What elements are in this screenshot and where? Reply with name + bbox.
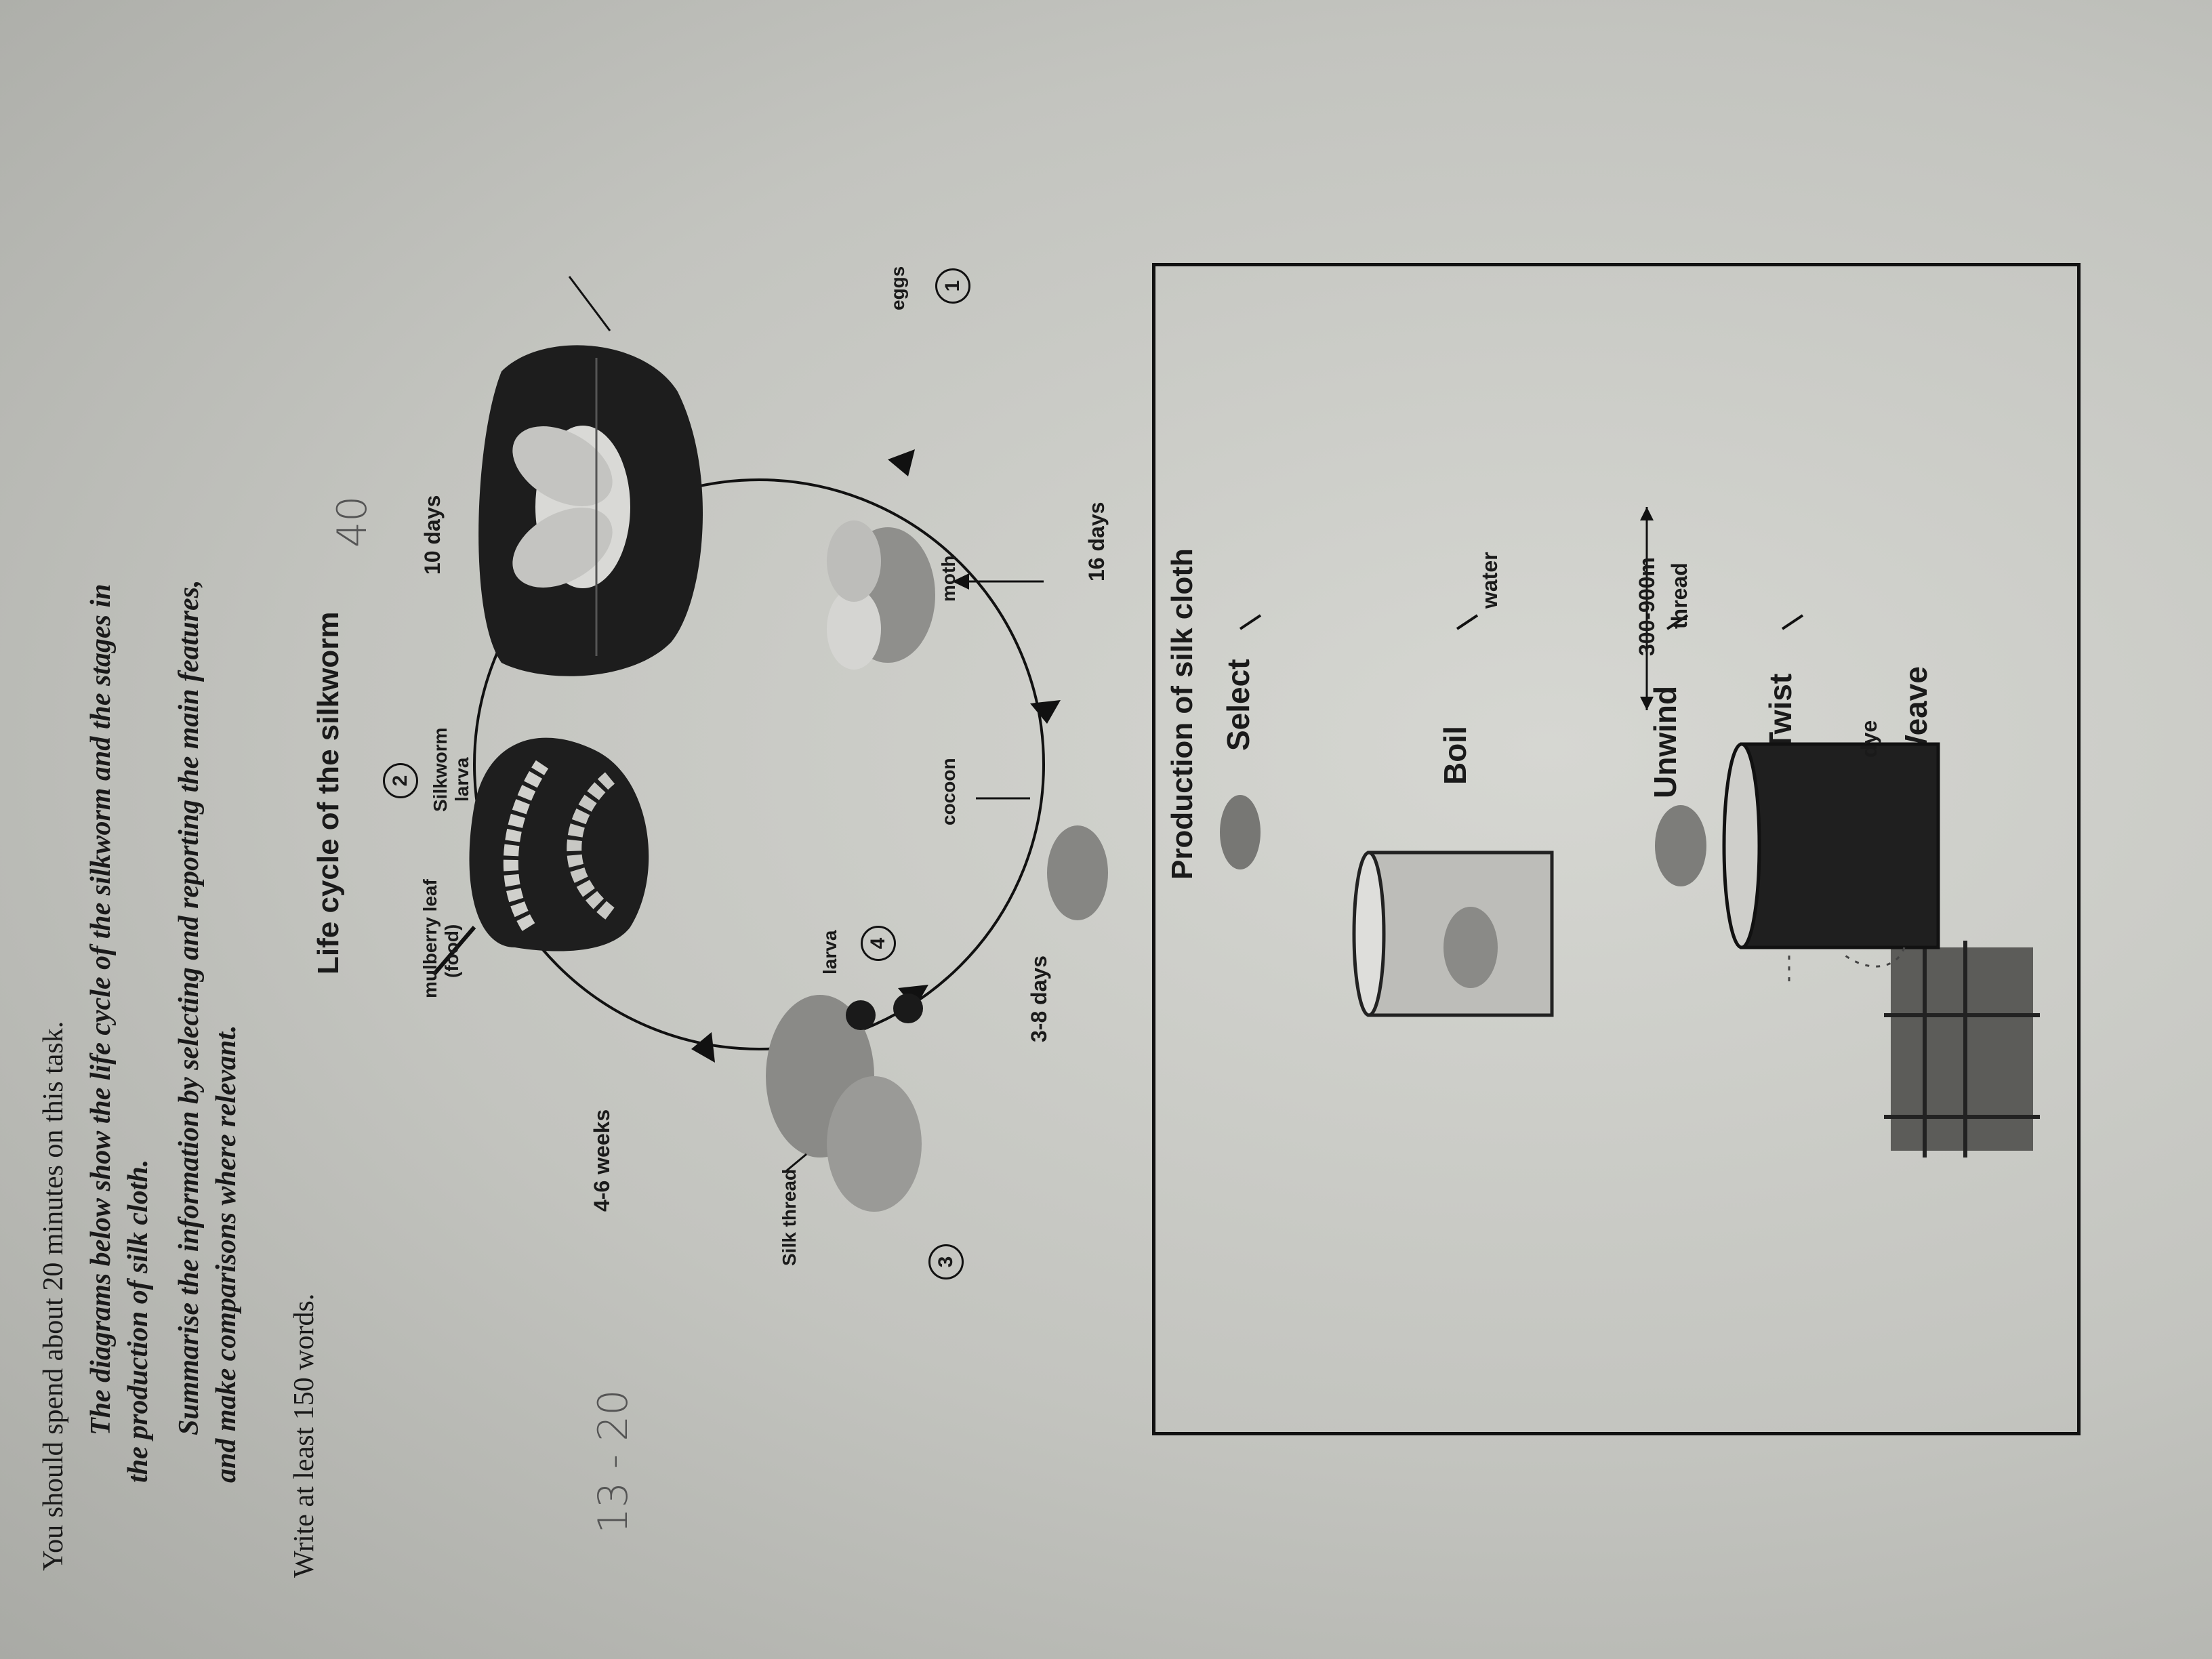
cocoon-illustration <box>1047 825 1108 920</box>
cycle-arrow-4 <box>1030 700 1061 724</box>
selected-cocoon <box>1220 795 1261 869</box>
thread-label: thread <box>1667 562 1692 629</box>
cycle-circle <box>473 478 1045 1050</box>
cycle-arrow-2 <box>691 1032 715 1063</box>
woven-cloth-illustration <box>1884 941 2040 1158</box>
dye-pot-illustration <box>1722 742 1940 949</box>
water-label: water <box>1477 552 1502 609</box>
moth-illustration <box>827 520 935 670</box>
silkworm-larva-illustration <box>432 737 649 976</box>
silk-thread-illustration <box>766 994 923 1212</box>
cycle-arrow-5 <box>888 449 915 476</box>
eggs-pointer <box>568 276 611 331</box>
silk-thread-pointer <box>785 1153 807 1172</box>
unwound-cocoon <box>1655 805 1706 886</box>
boil-pot-illustration <box>1352 851 1554 1017</box>
eggs-leaf-illustration <box>478 345 703 676</box>
dye-label: dye <box>1857 720 1881 758</box>
thread-length-label: 300-900m <box>1635 557 1659 656</box>
